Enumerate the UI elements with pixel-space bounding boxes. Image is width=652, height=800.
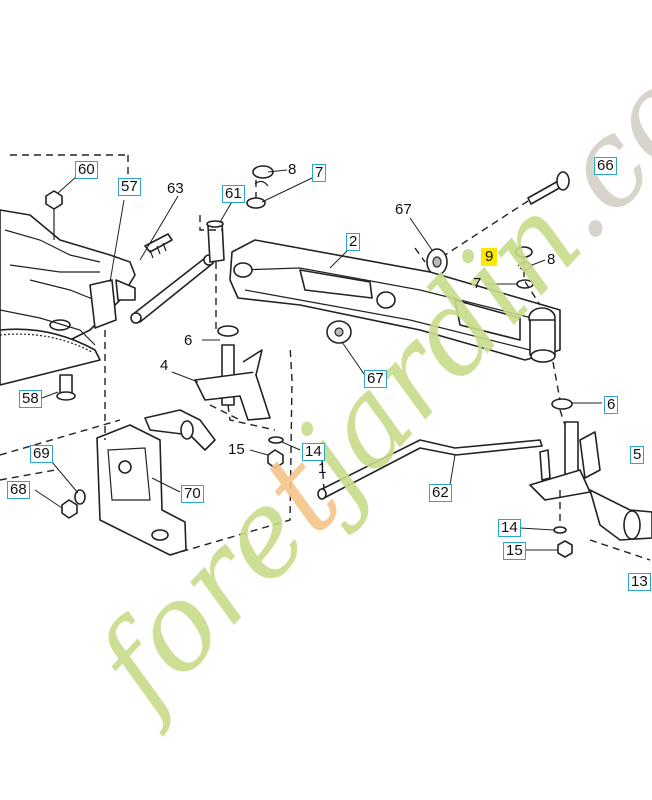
label-15-right: 15: [503, 542, 526, 560]
label-14-left: 14: [302, 443, 325, 461]
label-2: 2: [346, 233, 361, 251]
pin-8-right: [517, 261, 533, 271]
bushing-67-top: [426, 248, 448, 276]
label-70: 70: [181, 485, 204, 503]
bolt-66: [444, 171, 570, 256]
label-6-right: 6: [604, 396, 619, 414]
spindle-5: [529, 398, 652, 541]
label-61: 61: [222, 185, 245, 203]
label-13: 13: [628, 573, 651, 591]
label-9: 9: [481, 248, 498, 266]
gear-wheel: [0, 328, 101, 386]
label-67-bottom: 67: [364, 370, 387, 388]
label-7-top: 7: [312, 164, 327, 182]
front-axle-2: [229, 239, 561, 363]
spindle-61: [206, 220, 225, 263]
label-57: 57: [118, 178, 141, 196]
label-62: 62: [429, 484, 452, 502]
washer-14-right: [553, 526, 567, 534]
leader-lines: [34, 169, 602, 551]
label-69: 69: [30, 445, 53, 463]
plate-70: [96, 424, 187, 556]
assembly-lines: [0, 154, 651, 561]
washer-7-right: [516, 279, 534, 289]
label-58: 58: [19, 390, 42, 408]
label-67-top: 67: [395, 201, 412, 218]
label-6-left: 6: [184, 332, 193, 349]
label-5: 5: [630, 446, 645, 464]
label-66: 66: [594, 157, 617, 175]
bracket-57: [89, 279, 136, 329]
bolt-58: [56, 374, 76, 401]
label-63: 63: [167, 180, 184, 197]
label-15-left: 15: [228, 441, 245, 458]
bushing-67-bottom: [326, 320, 352, 344]
washer-14-left: [268, 436, 284, 444]
label-68: 68: [7, 481, 30, 499]
label-8-right: 8: [547, 251, 556, 268]
label-14-right: 14: [498, 519, 521, 537]
bolt-60: [45, 190, 63, 240]
deck-housing: [0, 209, 136, 346]
nut-15-right: [557, 540, 573, 558]
label-1: 1: [318, 460, 327, 477]
tie-rod-62: [317, 439, 551, 500]
cap-9: [515, 246, 533, 258]
label-7-right: 7: [473, 275, 482, 292]
bolt-68: [61, 499, 78, 519]
nut-15-left: [267, 449, 284, 469]
spindle-4: [144, 325, 271, 451]
label-60: 60: [75, 161, 98, 179]
rod-63: [130, 233, 215, 324]
label-4: 4: [160, 357, 169, 374]
washer-69: [74, 489, 86, 505]
label-8-top: 8: [288, 161, 297, 178]
